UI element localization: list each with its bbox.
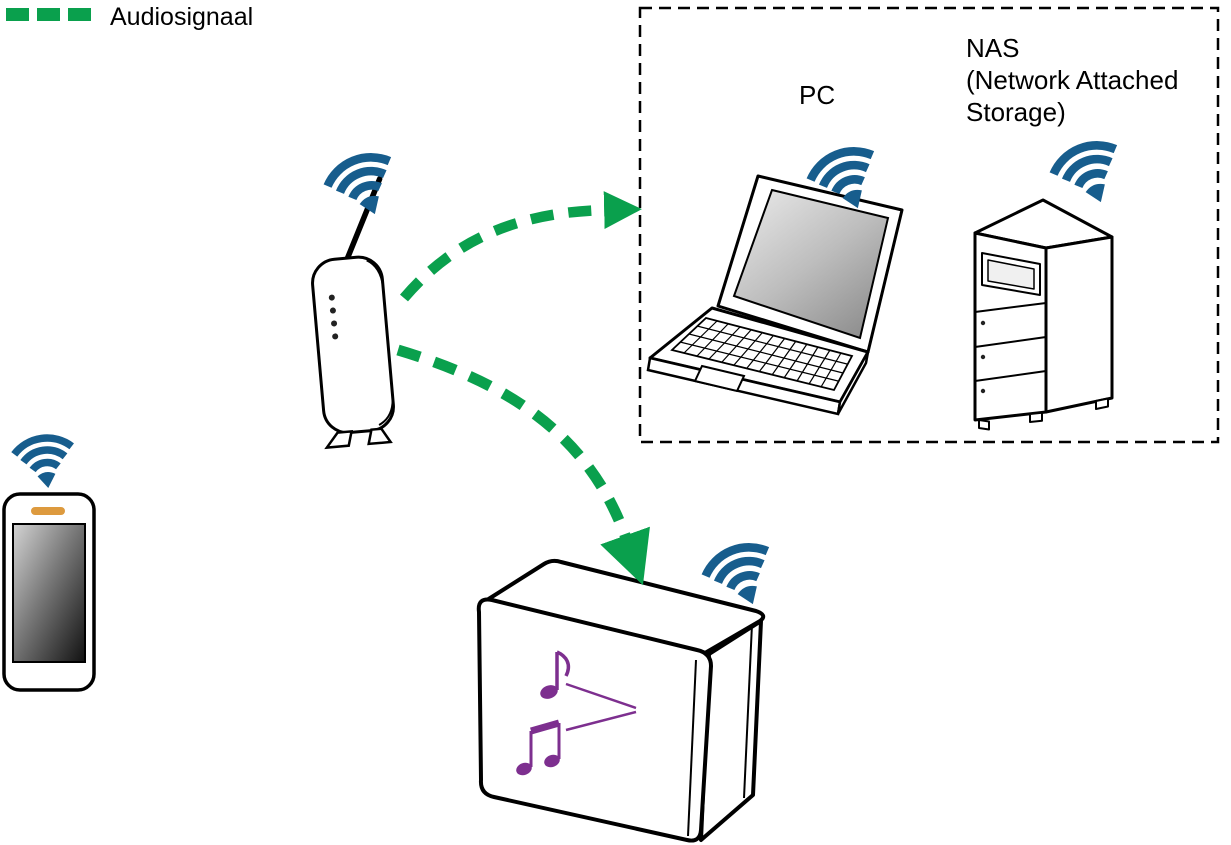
audio-signal-dash [6,8,29,21]
nas-foot [1095,397,1109,410]
speaker-illustration [476,558,766,843]
audio-signal-dash [37,8,60,21]
speaker-side-face [699,619,763,842]
legend-label: Audiosignaal [110,3,253,31]
speaker-front-face [476,597,713,843]
router-illustration [311,176,395,450]
speaker-front-seam [687,659,697,837]
music-notes-icon [516,650,637,776]
router-leds [328,294,339,340]
audio-signal-arrow-to-speaker [396,344,650,586]
router-antenna [340,176,383,272]
nas-label-line3: Storage) [966,97,1066,127]
audio-signal-dash [68,8,91,21]
nas-side-face [1044,235,1114,414]
nas-label-line1: NAS [966,33,1019,63]
nas-foot [978,419,990,431]
pc-laptop-illustration [646,174,904,416]
laptop-side-edge [836,351,870,415]
nas-illustration [973,198,1114,431]
pc-label: PC [799,80,835,110]
sound-line [565,682,637,710]
laptop-keyboard-outline [670,317,854,392]
smartphone-screen [12,523,86,663]
legend: Audiosignaal [6,3,253,31]
sound-line [565,710,637,732]
speaker-side-seam [743,623,753,799]
router-edge-contour [366,259,394,426]
router-foot [367,427,393,446]
smartphone-illustration [2,492,96,692]
nas-foot [1029,411,1043,423]
smartphone-earpiece [31,507,65,515]
wifi-icon-nas [1048,136,1131,214]
laptop-screen [732,188,890,340]
router-foot [324,429,354,450]
audio-signal-arrow-to-network [400,191,642,302]
nas-bay-buttons [980,320,986,394]
laptop-touchpad [693,364,746,393]
nas-display-screen [987,259,1035,290]
wifi-icon-smartphone [13,434,77,492]
nas-label-line2: (Network Attached [966,65,1178,95]
laptop-keyboard [679,320,848,388]
nas-drive-bays [974,302,1047,382]
